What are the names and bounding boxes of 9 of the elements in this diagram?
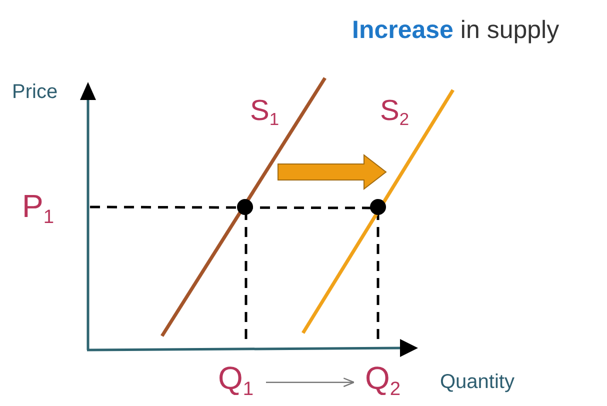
axis-label: Quantity (440, 372, 514, 392)
title: Increase in supply (352, 18, 560, 43)
price-label: P$_{1}$ (22, 190, 54, 227)
curve-label: S$_{1}$ (250, 97, 280, 129)
axis-label: Price (12, 82, 58, 102)
quantity-label: Q$_{1}$ (218, 362, 254, 399)
arrow (266, 378, 355, 388)
quantity-label: Q$_{2}$ (365, 362, 401, 399)
curve-label: S$_{2}$ (380, 97, 410, 129)
